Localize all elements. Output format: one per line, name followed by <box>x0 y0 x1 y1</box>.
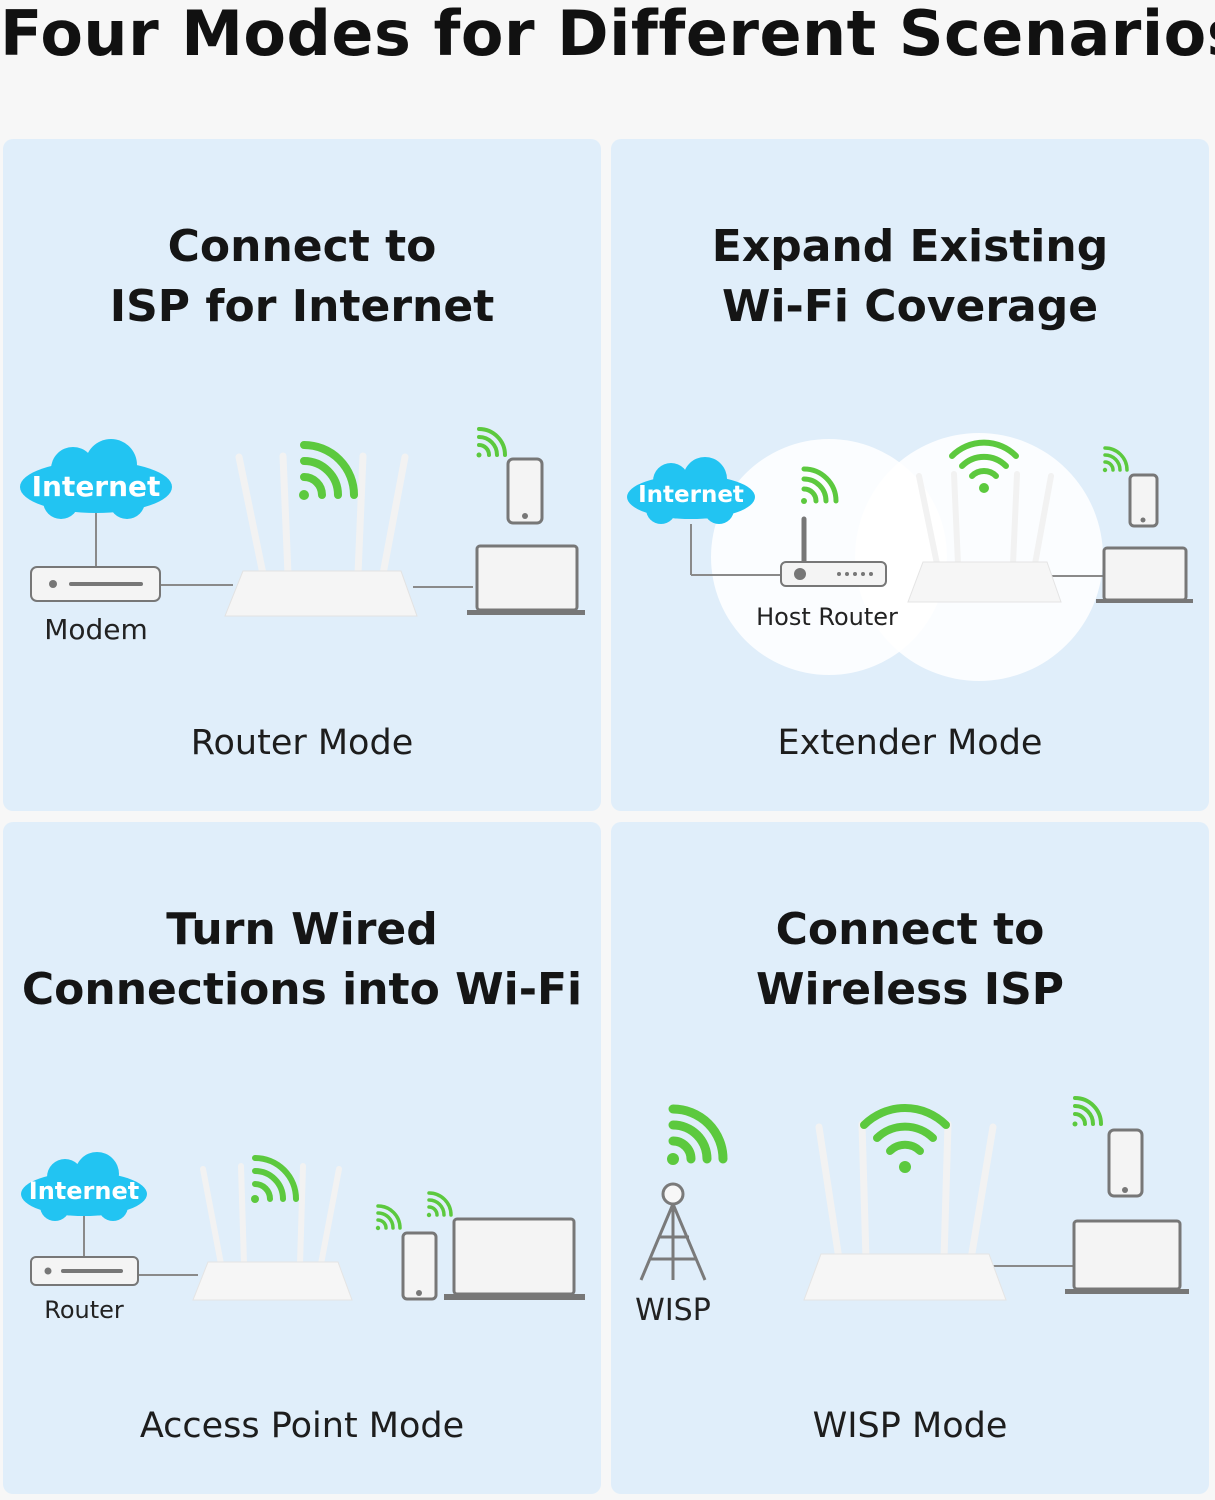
device-label: Host Router <box>756 603 898 631</box>
device-label: WISP <box>635 1293 711 1328</box>
mode-label: Access Point Mode <box>139 1406 465 1446</box>
phone-icon <box>1128 473 1159 528</box>
cloud-label: Internet <box>32 470 161 503</box>
laptop-icon <box>467 544 585 615</box>
router-icon <box>192 1163 353 1301</box>
wifi-signal-icon <box>426 1191 453 1218</box>
panel-wisp-mode: Connect to Wireless ISP WISP <box>611 822 1209 1494</box>
phone-icon <box>506 457 544 525</box>
modem-icon <box>30 566 161 602</box>
mode-label: Router Mode <box>190 723 414 763</box>
wifi-signal-icon <box>801 466 839 504</box>
panel-router-mode: Connect to ISP for Internet Internet Mod… <box>3 139 601 811</box>
extender-mode-diagram: Internet Host Router <box>627 433 1193 681</box>
laptop-icon <box>1096 546 1193 603</box>
mode-label: Extender Mode <box>777 723 1043 763</box>
mode-label: WISP Mode <box>812 1406 1008 1446</box>
panel-heading: Connect to Wireless ISP <box>755 904 1065 1015</box>
internet-cloud-icon: Internet <box>21 1152 147 1221</box>
wifi-signal-icon <box>667 1104 728 1165</box>
device-label: Modem <box>44 613 148 646</box>
wifi-signal-icon <box>251 1155 299 1203</box>
laptop-icon <box>1065 1219 1189 1294</box>
router-mode-diagram: Internet Modem <box>20 427 585 646</box>
cloud-label: Internet <box>29 1177 139 1205</box>
host-router-icon <box>780 516 887 587</box>
device-label: Router <box>44 1296 124 1324</box>
cloud-label: Internet <box>638 482 744 508</box>
wisp-mode-diagram: WISP <box>635 1096 1189 1328</box>
panel-heading: Expand Existing Wi-Fi Coverage <box>711 221 1109 332</box>
page-title: Four Modes for Different Scenarios <box>0 0 1215 70</box>
coverage-area <box>855 433 1103 681</box>
wifi-signal-icon <box>1102 446 1129 473</box>
wifi-signal-icon <box>949 439 1019 493</box>
router-icon <box>224 452 418 617</box>
wifi-signal-icon <box>1072 1096 1103 1127</box>
router-box-icon <box>30 1256 139 1286</box>
wifi-signal-icon <box>860 1104 950 1173</box>
panel-access-point-mode: Turn Wired Connections into Wi-Fi Intern… <box>3 822 601 1494</box>
panel-extender-mode: Expand Existing Wi-Fi Coverage Internet <box>611 139 1209 811</box>
access-point-mode-diagram: Internet Router <box>21 1152 585 1324</box>
wifi-signal-icon <box>299 441 358 500</box>
wifi-signal-icon <box>476 427 507 458</box>
internet-cloud-icon: Internet <box>20 439 172 519</box>
phone-icon <box>1107 1128 1144 1198</box>
panel-heading: Connect to ISP for Internet <box>109 221 495 332</box>
phone-icon <box>401 1231 438 1301</box>
wifi-signal-icon <box>375 1204 402 1231</box>
panel-heading: Turn Wired Connections into Wi-Fi <box>21 904 583 1015</box>
wisp-tower-icon <box>639 1182 707 1281</box>
laptop-icon <box>444 1217 585 1300</box>
internet-cloud-icon: Internet <box>627 457 755 524</box>
router-icon <box>907 471 1062 603</box>
router-icon <box>803 1120 1007 1301</box>
